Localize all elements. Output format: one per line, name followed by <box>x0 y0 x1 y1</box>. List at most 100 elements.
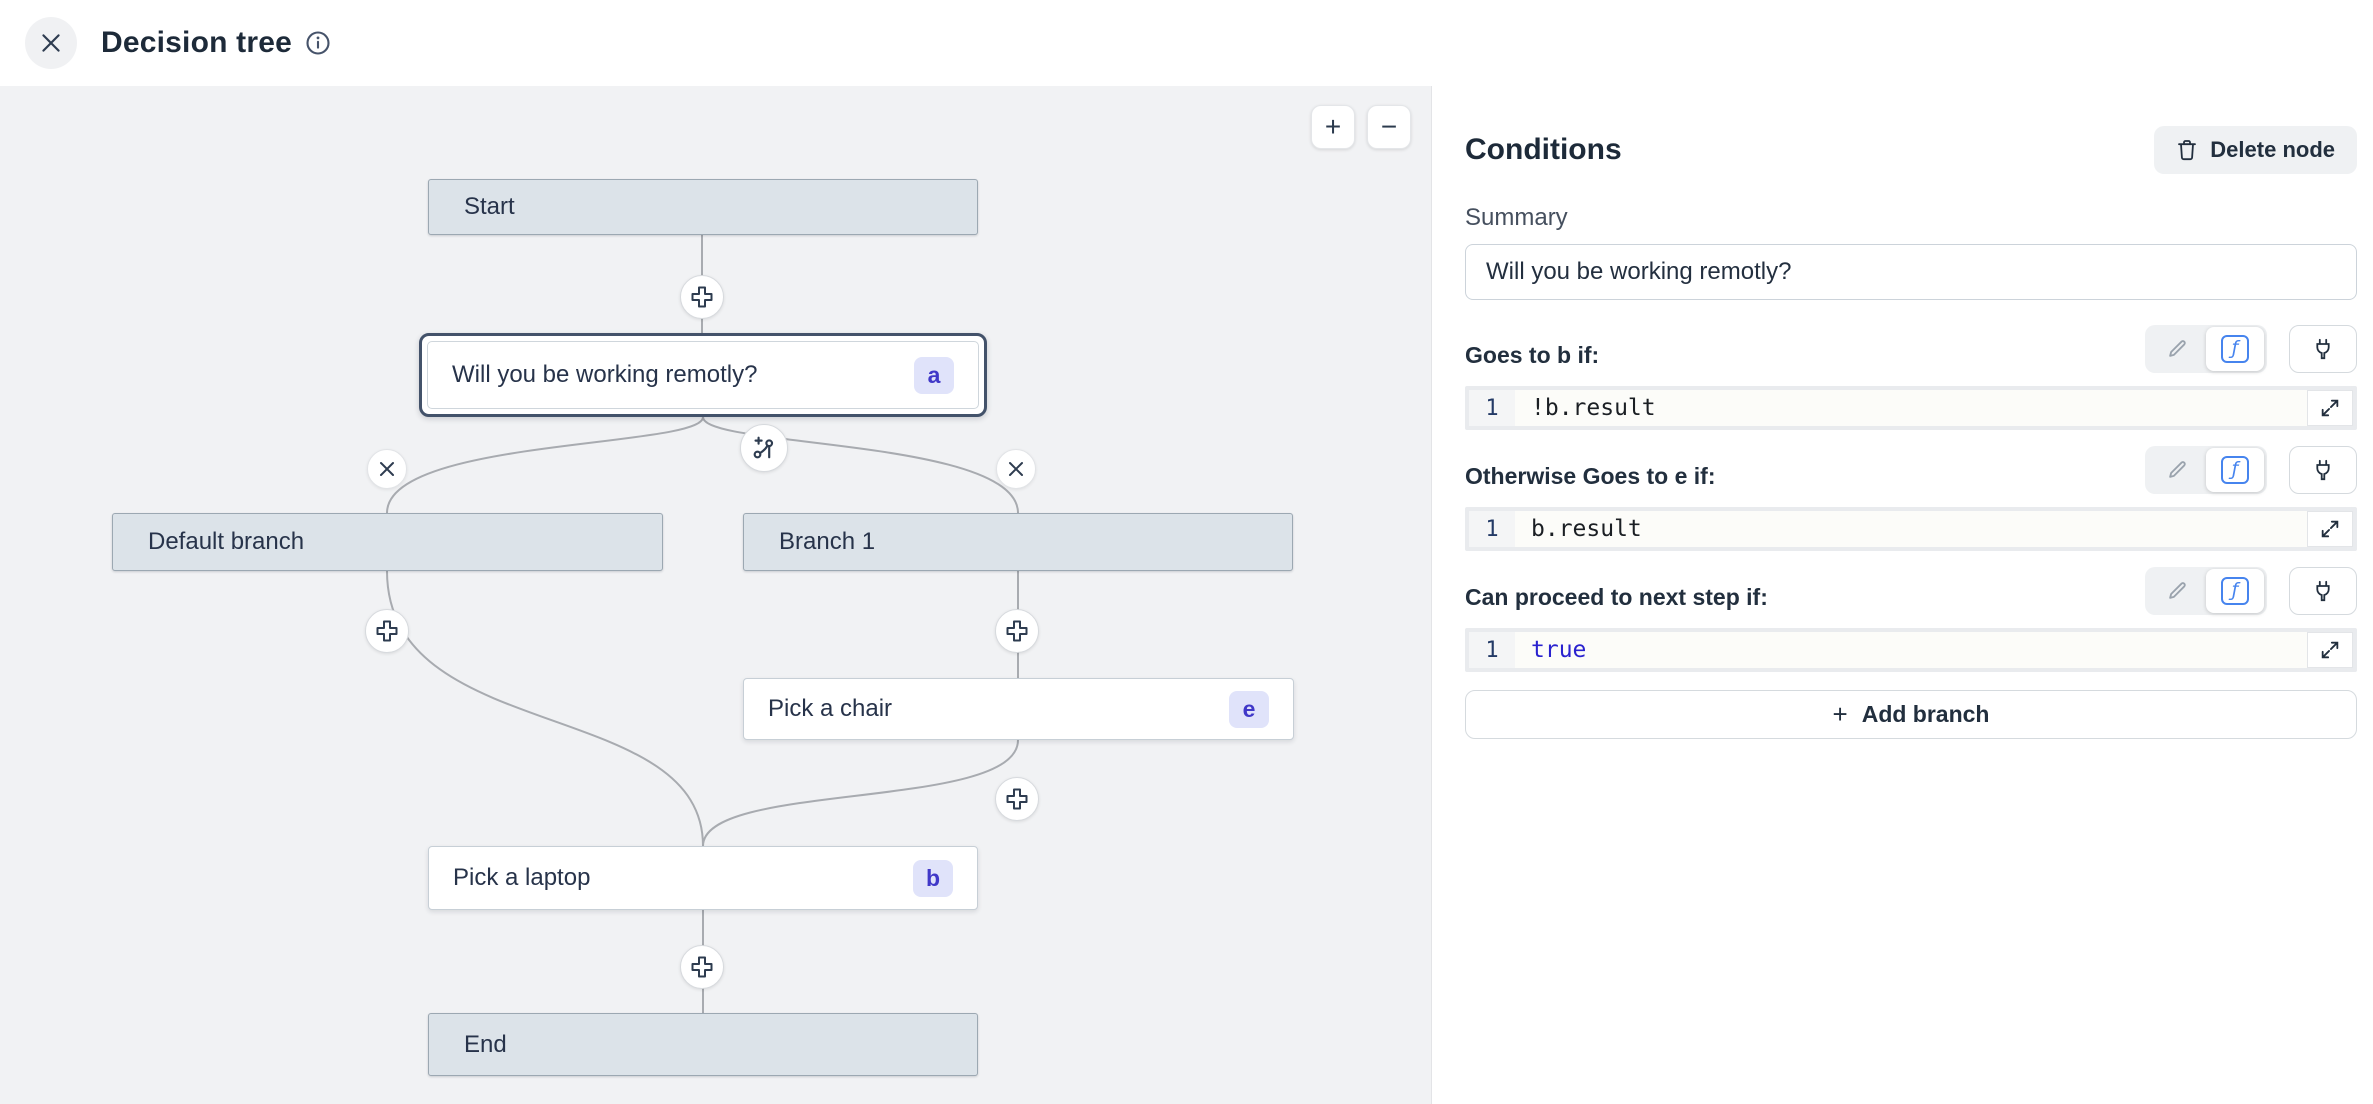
header: Decision tree <box>0 0 2373 86</box>
flow-canvas[interactable]: Start Will you be working remotly? a Def… <box>0 86 1432 1104</box>
add-node-button[interactable] <box>995 777 1039 821</box>
flow-node-question-selected[interactable]: Will you be working remotly? a <box>419 333 987 417</box>
fx-toggle-button[interactable]: ƒ <box>2206 448 2264 492</box>
conditions-panel: Conditions Delete node Summary Goes to b… <box>1433 86 2373 1104</box>
remove-branch-button[interactable] <box>996 449 1036 489</box>
fx-toggle-button[interactable]: ƒ <box>2206 569 2264 613</box>
editor-controls: ƒ <box>2145 567 2357 615</box>
plug-icon <box>2311 579 2335 603</box>
flow-node-default-branch[interactable]: Default branch <box>112 513 663 571</box>
plus-icon: + <box>1324 111 1342 142</box>
condition-label: Otherwise Goes to e if: <box>1465 463 1716 489</box>
x-icon <box>1007 460 1025 478</box>
plus-outline-icon <box>689 284 715 310</box>
line-number: 1 <box>1469 390 1515 426</box>
edge-chair-laptop <box>702 739 1019 847</box>
code-editor[interactable]: 1 true <box>1465 628 2357 672</box>
delete-node-label: Delete node <box>2210 137 2335 162</box>
pencil-toggle-button[interactable] <box>2148 448 2206 492</box>
node-label: Pick a laptop <box>453 864 591 891</box>
flow-node-pick-chair[interactable]: Pick a chair e <box>743 678 1294 740</box>
add-node-button[interactable] <box>680 945 724 989</box>
flow-node-pick-laptop[interactable]: Pick a laptop b <box>428 846 978 910</box>
summary-label: Summary <box>1465 204 1568 231</box>
flow-node-question-inner: Will you be working remotly? a <box>427 341 979 409</box>
code-editor[interactable]: 1 b.result <box>1465 507 2357 551</box>
line-number: 1 <box>1469 632 1515 668</box>
panel-title: Conditions <box>1465 133 1622 166</box>
plug-icon <box>2311 458 2335 482</box>
flow-node-end[interactable]: End <box>428 1013 978 1076</box>
flow-node-start[interactable]: Start <box>428 179 978 235</box>
condition-section-header: Goes to b if: ƒ <box>1465 325 2357 373</box>
plus-outline-icon <box>689 954 715 980</box>
add-node-button[interactable] <box>995 609 1039 653</box>
trash-icon <box>2176 138 2198 162</box>
editor-mode-toggle: ƒ <box>2145 446 2267 494</box>
delete-node-button[interactable]: Delete node <box>2154 126 2357 174</box>
edge-question-default <box>386 416 704 514</box>
add-node-button[interactable] <box>365 609 409 653</box>
remove-branch-button[interactable] <box>367 449 407 489</box>
code-content[interactable]: true <box>1515 632 2307 668</box>
node-label: Start <box>464 193 515 220</box>
code-editor[interactable]: 1 !b.result <box>1465 386 2357 430</box>
plus-outline-icon <box>1004 786 1030 812</box>
summary-input[interactable] <box>1465 244 2357 300</box>
plug-button[interactable] <box>2289 325 2357 373</box>
function-icon: ƒ <box>2221 456 2249 484</box>
pencil-icon <box>2166 338 2188 360</box>
plug-icon <box>2311 337 2335 361</box>
line-number: 1 <box>1469 511 1515 547</box>
expand-icon <box>2319 518 2341 540</box>
close-button[interactable] <box>25 17 77 69</box>
add-node-button[interactable] <box>680 275 724 319</box>
close-icon <box>38 30 64 56</box>
pencil-icon <box>2166 580 2188 602</box>
editor-mode-toggle: ƒ <box>2145 325 2267 373</box>
code-content[interactable]: b.result <box>1515 511 2307 547</box>
plus-outline-icon <box>1004 618 1030 644</box>
pencil-toggle-button[interactable] <box>2148 569 2206 613</box>
page-title: Decision tree <box>101 26 293 59</box>
x-icon <box>378 460 396 478</box>
condition-label: Goes to b if: <box>1465 342 1600 368</box>
editor-controls: ƒ <box>2145 325 2357 373</box>
expand-editor-button[interactable] <box>2307 632 2353 668</box>
expand-editor-button[interactable] <box>2307 511 2353 547</box>
edge-question-branch1 <box>702 416 1019 514</box>
node-label: Pick a chair <box>768 695 893 722</box>
zoom-in-button[interactable]: + <box>1311 105 1355 149</box>
plus-icon: + <box>1832 699 1848 729</box>
fx-toggle-button[interactable]: ƒ <box>2206 327 2264 371</box>
add-branch-button[interactable]: + Add branch <box>1465 690 2357 739</box>
condition-section-header: Can proceed to next step if: ƒ <box>1465 567 2357 615</box>
condition-section-header: Otherwise Goes to e if: ƒ <box>1465 446 2357 494</box>
add-branch-label: Add branch <box>1861 701 1990 727</box>
function-icon: ƒ <box>2221 577 2249 605</box>
zoom-out-button[interactable]: − <box>1367 105 1411 149</box>
flow-node-branch-1[interactable]: Branch 1 <box>743 513 1293 571</box>
expand-icon <box>2319 397 2341 419</box>
node-label: Branch 1 <box>779 528 876 555</box>
expand-editor-button[interactable] <box>2307 390 2353 426</box>
editor-mode-toggle: ƒ <box>2145 567 2267 615</box>
pencil-toggle-button[interactable] <box>2148 327 2206 371</box>
add-branch-icon <box>751 435 777 461</box>
panel-header: Conditions Delete node <box>1465 126 2357 174</box>
plug-button[interactable] <box>2289 567 2357 615</box>
code-content[interactable]: !b.result <box>1515 390 2307 426</box>
expand-icon <box>2319 639 2341 661</box>
condition-label: Can proceed to next step if: <box>1465 584 1768 610</box>
add-branch-node-button[interactable] <box>740 424 788 472</box>
node-badge: a <box>914 356 954 394</box>
plug-button[interactable] <box>2289 446 2357 494</box>
edge-default-laptop <box>386 570 704 847</box>
minus-icon: − <box>1380 111 1398 142</box>
node-badge: b <box>913 859 953 897</box>
editor-controls: ƒ <box>2145 446 2357 494</box>
pencil-icon <box>2166 459 2188 481</box>
info-icon[interactable] <box>304 29 332 57</box>
plus-outline-icon <box>374 618 400 644</box>
